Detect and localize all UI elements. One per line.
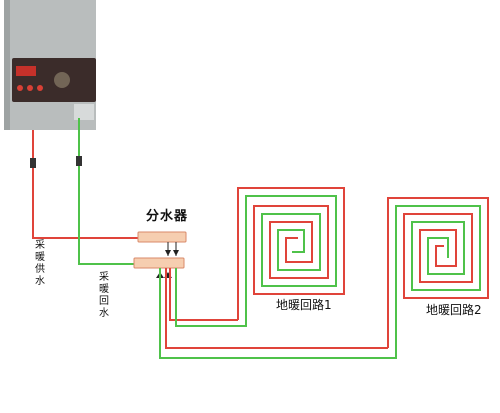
manifold-label: 分水器: [146, 209, 189, 224]
manifold-supply-bar: [137, 231, 187, 243]
supply-valve: [30, 158, 36, 168]
floor-loop-2: [387, 197, 489, 359]
loop1-supply-line: [169, 268, 238, 321]
panel-button-2: [27, 85, 33, 91]
boiler-fitting: [74, 104, 94, 120]
manifold-return-bar: [133, 257, 185, 269]
return-pipe: [78, 118, 134, 265]
loop2-spiral-green: [392, 205, 481, 359]
loop2-spiral-red: [387, 197, 489, 348]
loop1-spiral-green: [240, 195, 337, 327]
return-label: 采暖回水: [99, 272, 109, 319]
loop2-return-line: [159, 268, 392, 359]
flow-arrow-2-head: [173, 250, 179, 256]
loop1-label: 地暖回路1: [276, 298, 332, 312]
return-valve: [76, 156, 82, 166]
panel-button-3: [37, 85, 43, 91]
panel-logo: [54, 72, 70, 88]
supply-label: 采暖供水: [35, 240, 45, 287]
loop2-supply-line: [165, 268, 388, 349]
boiler-side-edge: [4, 0, 10, 130]
loop1-spiral-red: [237, 187, 345, 320]
floor-loop-1: [237, 187, 345, 327]
wall-boiler: [4, 0, 96, 130]
flow-arrow-1-head: [165, 250, 171, 256]
panel-button-1: [17, 85, 23, 91]
loop2-label: 地暖回路2: [426, 303, 482, 317]
supply-pipe: [32, 130, 140, 239]
loop1-return-line: [175, 268, 240, 327]
display-screen: [16, 66, 36, 76]
